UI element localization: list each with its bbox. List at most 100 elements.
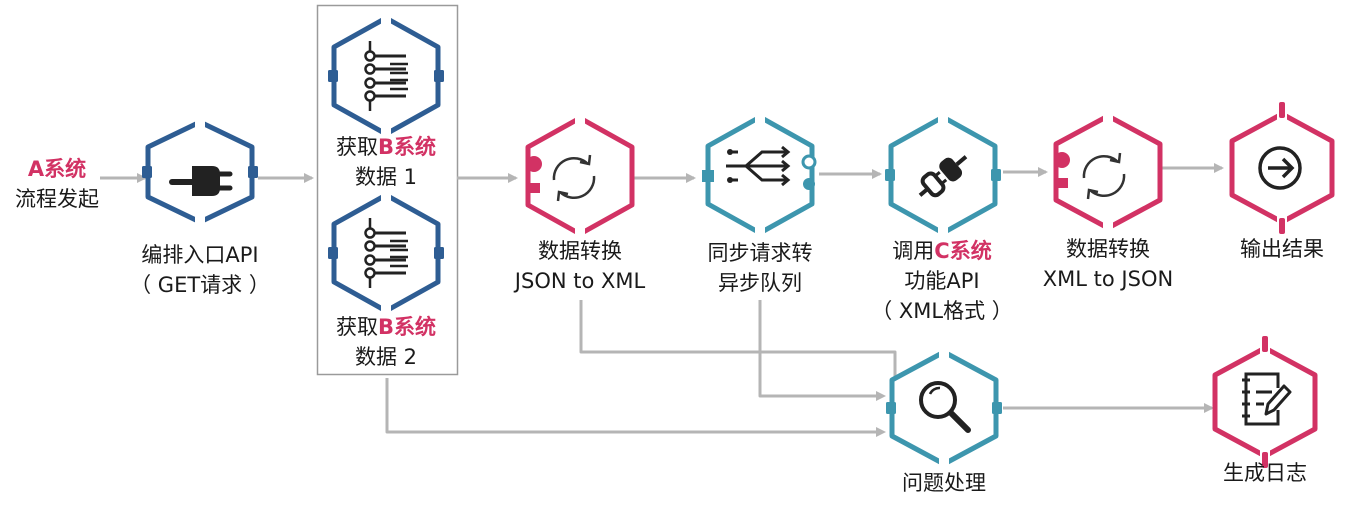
edit-log-icon xyxy=(1242,372,1292,426)
output-result-line1: 输出结果 xyxy=(1240,237,1324,261)
plug-connect-rotated xyxy=(918,155,968,198)
connector-convert2-to-output-arrowhead xyxy=(1214,163,1224,173)
output-result-node-top-port xyxy=(1279,102,1285,118)
convert-xml-json-node-top-gap xyxy=(1103,112,1113,122)
call-c-api-node-hexagon xyxy=(888,114,998,236)
fetch-b-1-label: 获取B系统 数据 1 xyxy=(336,132,436,192)
arrow-circle-icon xyxy=(1258,146,1302,190)
sync-to-async-line2: 异步队列 xyxy=(718,271,802,295)
fetch-b-1-system: B系统 xyxy=(377,135,437,159)
fetch-b-2-node-hexagon xyxy=(331,192,441,314)
connector-fetch2-to-issue xyxy=(385,378,886,437)
connector-api-to-group-arrowhead xyxy=(304,173,314,183)
connector-sync-to-issue-arrowhead xyxy=(876,391,886,401)
fetch-b-1-node-right-port xyxy=(434,70,444,82)
convert-xml-json-input-dot xyxy=(1054,152,1070,168)
refresh-icon xyxy=(1082,152,1126,200)
fetch-b-2-node-left-port xyxy=(328,247,338,259)
generate-log-line1: 生成日志 xyxy=(1223,461,1307,485)
fetch-b-group-box xyxy=(316,4,459,376)
sync-output-dot-bottom xyxy=(803,178,815,190)
connector-sync-to-call-arrowhead xyxy=(872,169,882,179)
convert-json-xml-node xyxy=(525,114,635,238)
list-icon xyxy=(364,218,408,288)
call-c-api-node-right-port xyxy=(991,169,1001,181)
convert-xml-json-node-bottom-gap xyxy=(1103,222,1113,232)
refresh-icon xyxy=(552,154,596,202)
split-arrows-icon xyxy=(726,145,791,187)
sync-left-port xyxy=(702,170,714,182)
plug-connect-icon xyxy=(918,155,968,198)
call-c-api-line2: 功能API xyxy=(904,269,980,293)
sync-to-async-line1: 同步请求转 xyxy=(707,241,813,265)
list-icon xyxy=(364,41,408,111)
call-c-api-node-bottom-gap xyxy=(938,227,948,237)
api-entry-label-line1: 编排入口API xyxy=(141,243,259,267)
fetch-b-1-node-hexagon xyxy=(331,15,441,137)
start-text-label: 流程发起 xyxy=(15,187,99,211)
connector-convert-to-sync xyxy=(634,173,696,183)
convert-xml-json-node-hexagon xyxy=(1053,113,1163,231)
call-c-api-line3: （ XML格式 ） xyxy=(871,299,1013,323)
convert-xml-json-node xyxy=(1053,112,1163,232)
connector-fetch2-to-issue-arrowhead xyxy=(876,427,886,437)
connector-sync-to-issue xyxy=(758,300,886,401)
fetch-b-2-prefix: 获取 xyxy=(335,315,378,339)
connector-issue-to-log-arrowhead xyxy=(1204,403,1214,413)
fetch-b-1-node-bottom-gap xyxy=(381,128,391,138)
convert-json-xml-left-port xyxy=(526,183,540,193)
call-c-api-label: 调用C系统 功能API （ XML格式 ） xyxy=(871,236,1013,326)
sync-to-async-node-hexagon xyxy=(705,114,815,236)
fetch-b-2-node-right-port xyxy=(434,247,444,259)
sync-to-async-node-top-gap xyxy=(755,113,765,123)
call-c-api-system: C系统 xyxy=(934,239,992,263)
api-entry-node xyxy=(142,118,258,226)
convert-json-xml-input-dot xyxy=(526,156,542,172)
sync-to-async-label: 同步请求转 异步队列 xyxy=(708,238,813,298)
issue-handling-label: 问题处理 xyxy=(902,468,986,498)
connector-convert-to-issue xyxy=(579,300,900,410)
connector-start-to-api xyxy=(100,173,147,183)
convert-xml-json-line2: XML to JSON xyxy=(1042,267,1174,291)
call-c-api-prefix: 调用 xyxy=(892,239,935,263)
fetch-b-2-node xyxy=(328,191,444,315)
convert-xml-json-line1: 数据转换 xyxy=(1066,237,1150,261)
connector-start-to-api-arrowhead xyxy=(137,173,147,183)
connector-fetch2-to-issue-path xyxy=(385,378,882,434)
issue-handling-node-bottom-gap xyxy=(939,458,949,468)
connector-sync-to-call xyxy=(819,169,882,179)
connector-api-to-group xyxy=(258,173,314,183)
fetch-b-1-node xyxy=(328,14,444,138)
api-entry-label-line2: （ GET请求 ） xyxy=(130,273,270,297)
connector-call-to-convert2-arrowhead xyxy=(1038,167,1048,177)
sync-to-async-node xyxy=(702,113,817,237)
fetch-b-1-node-left-port xyxy=(328,70,338,82)
generate-log-node-top-port xyxy=(1262,336,1268,352)
call-c-api-node-left-port xyxy=(885,169,895,181)
fetch-b-2-node-bottom-gap xyxy=(381,305,391,315)
connector-issue-to-log xyxy=(1003,403,1214,413)
generate-log-node-hexagon xyxy=(1212,345,1318,459)
connector-group-to-convert xyxy=(457,173,518,183)
convert-json-xml-node-top-gap xyxy=(575,114,585,124)
connector-group-to-convert-arrowhead xyxy=(508,173,518,183)
sync-to-async-node-bottom-gap xyxy=(755,227,765,237)
connector-convert2-to-output xyxy=(1160,163,1224,173)
start-system-label: A系统 xyxy=(27,157,87,181)
convert-json-xml-node-bottom-gap xyxy=(575,228,585,238)
call-c-api-node-top-gap xyxy=(938,113,948,123)
api-entry-node-left-port xyxy=(142,166,152,178)
fetch-b-1-node-top-gap xyxy=(381,14,391,24)
api-entry-node-top-gap xyxy=(195,118,205,128)
call-c-api-node xyxy=(885,113,1001,237)
start-label: A系统 流程发起 xyxy=(15,154,99,214)
convert-json-xml-line2: JSON to XML xyxy=(514,269,646,293)
fetch-b-2-system: B系统 xyxy=(377,315,437,339)
sync-output-dot-top xyxy=(801,154,817,170)
generate-log-node-bottom-port xyxy=(1262,452,1268,468)
connector-sync-to-issue-path xyxy=(758,300,882,398)
issue-handling-node-right-port xyxy=(992,402,1002,414)
issue-handling-node xyxy=(886,348,1002,468)
issue-handling-node-top-gap xyxy=(939,348,949,358)
